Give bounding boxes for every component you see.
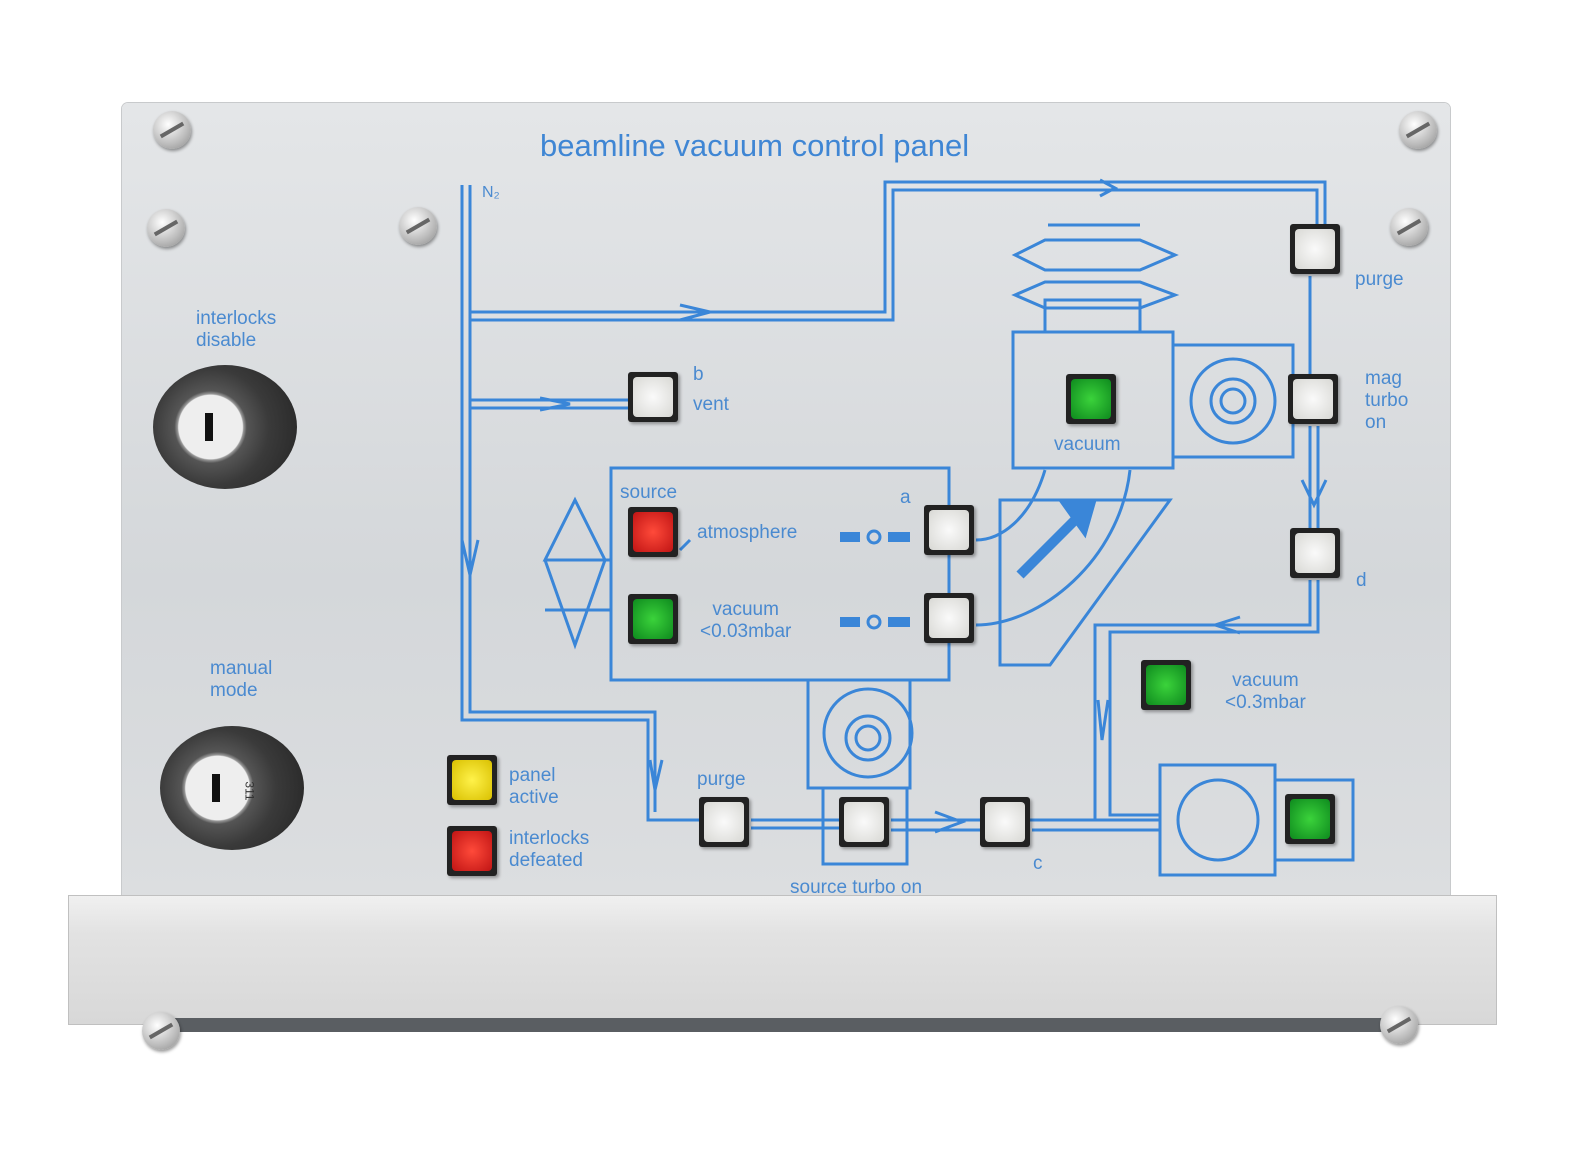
- vent-b-button[interactable]: [628, 372, 678, 422]
- interlocks-defeated-indicator: [447, 826, 497, 876]
- valve-c-button[interactable]: [980, 797, 1030, 847]
- vacuum-label: vacuum: [1054, 434, 1121, 455]
- atmosphere-label: atmosphere: [697, 522, 798, 543]
- n2-label: N₂: [482, 184, 500, 201]
- vacuum-03-indicator: [1141, 660, 1191, 710]
- panel-title: beamline vacuum control panel: [540, 128, 970, 163]
- source-vacuum-label: vacuum<0.03mbar: [700, 599, 792, 642]
- source-turbo-label: source turbo on: [790, 877, 923, 898]
- panel-active-indicator: [447, 755, 497, 805]
- screw-icon: [1399, 111, 1437, 149]
- screw-icon: [142, 1012, 180, 1050]
- valve-d-button[interactable]: [1290, 528, 1340, 578]
- manual-mode-keyswitch[interactable]: [160, 726, 304, 850]
- valve-a-button[interactable]: [924, 505, 974, 555]
- purge-bottom-label: purge: [697, 769, 746, 790]
- vacuum-indicator: [1066, 374, 1116, 424]
- backing-pump-indicator: [1285, 794, 1335, 844]
- source-atmosphere-indicator: [628, 507, 678, 557]
- b-label: b: [693, 364, 704, 385]
- screw-icon: [399, 207, 437, 245]
- source-label: source: [620, 482, 678, 503]
- a-label: a: [900, 487, 911, 508]
- panel-base: [68, 895, 1497, 1025]
- purge-top-label: purge: [1355, 269, 1404, 290]
- valve-a2-button[interactable]: [924, 593, 974, 643]
- mag-turbo-on-button[interactable]: [1288, 374, 1338, 424]
- screw-icon: [1380, 1006, 1418, 1044]
- base-strip: [165, 1018, 1405, 1032]
- d-label: d: [1356, 570, 1367, 591]
- purge-top-button[interactable]: [1290, 224, 1340, 274]
- source-vacuum-indicator: [628, 594, 678, 644]
- source-turbo-on-button[interactable]: [839, 797, 889, 847]
- purge-bottom-button[interactable]: [699, 797, 749, 847]
- vacuum-03-label: vacuum<0.3mbar: [1225, 670, 1306, 713]
- screw-icon: [1390, 208, 1428, 246]
- key-number: 311: [242, 781, 257, 801]
- screw-icon: [153, 111, 191, 149]
- screw-icon: [147, 209, 185, 247]
- vent-label: vent: [693, 394, 729, 415]
- c-label: c: [1033, 853, 1043, 874]
- interlocks-disable-keyswitch[interactable]: [153, 365, 297, 489]
- control-panel-plate: [122, 103, 1450, 903]
